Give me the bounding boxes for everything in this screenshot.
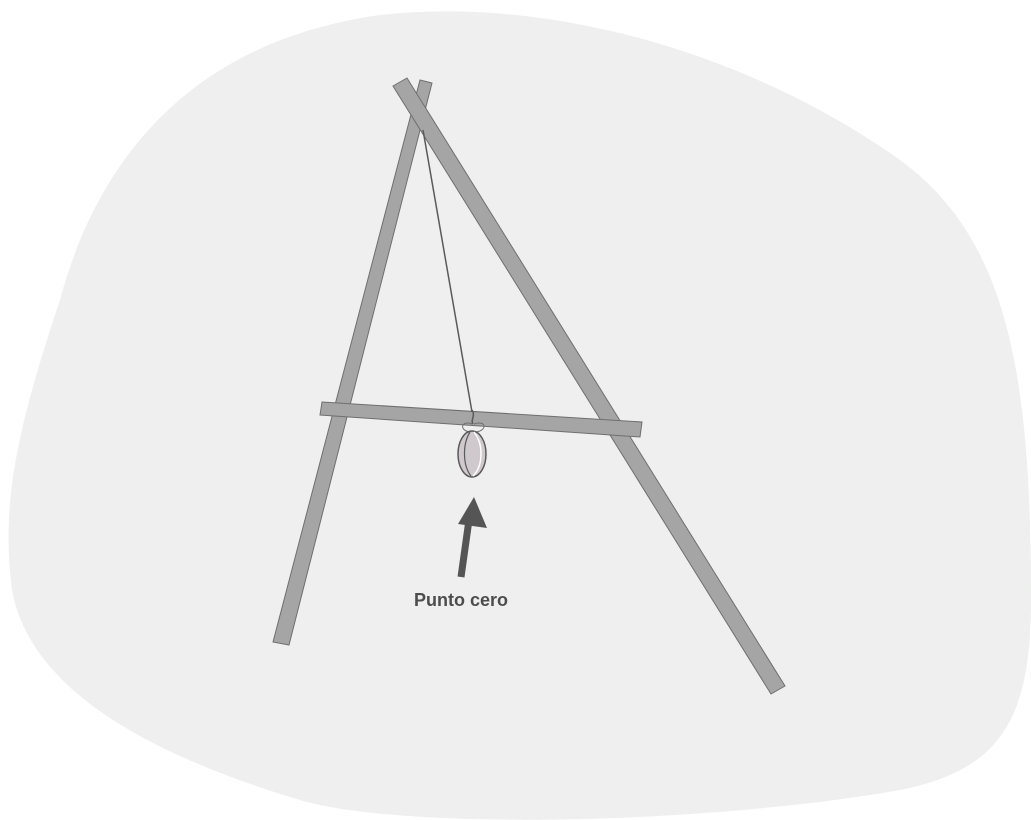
zero-point-label: Punto cero [386,590,536,611]
pendulum-weight [458,431,486,477]
